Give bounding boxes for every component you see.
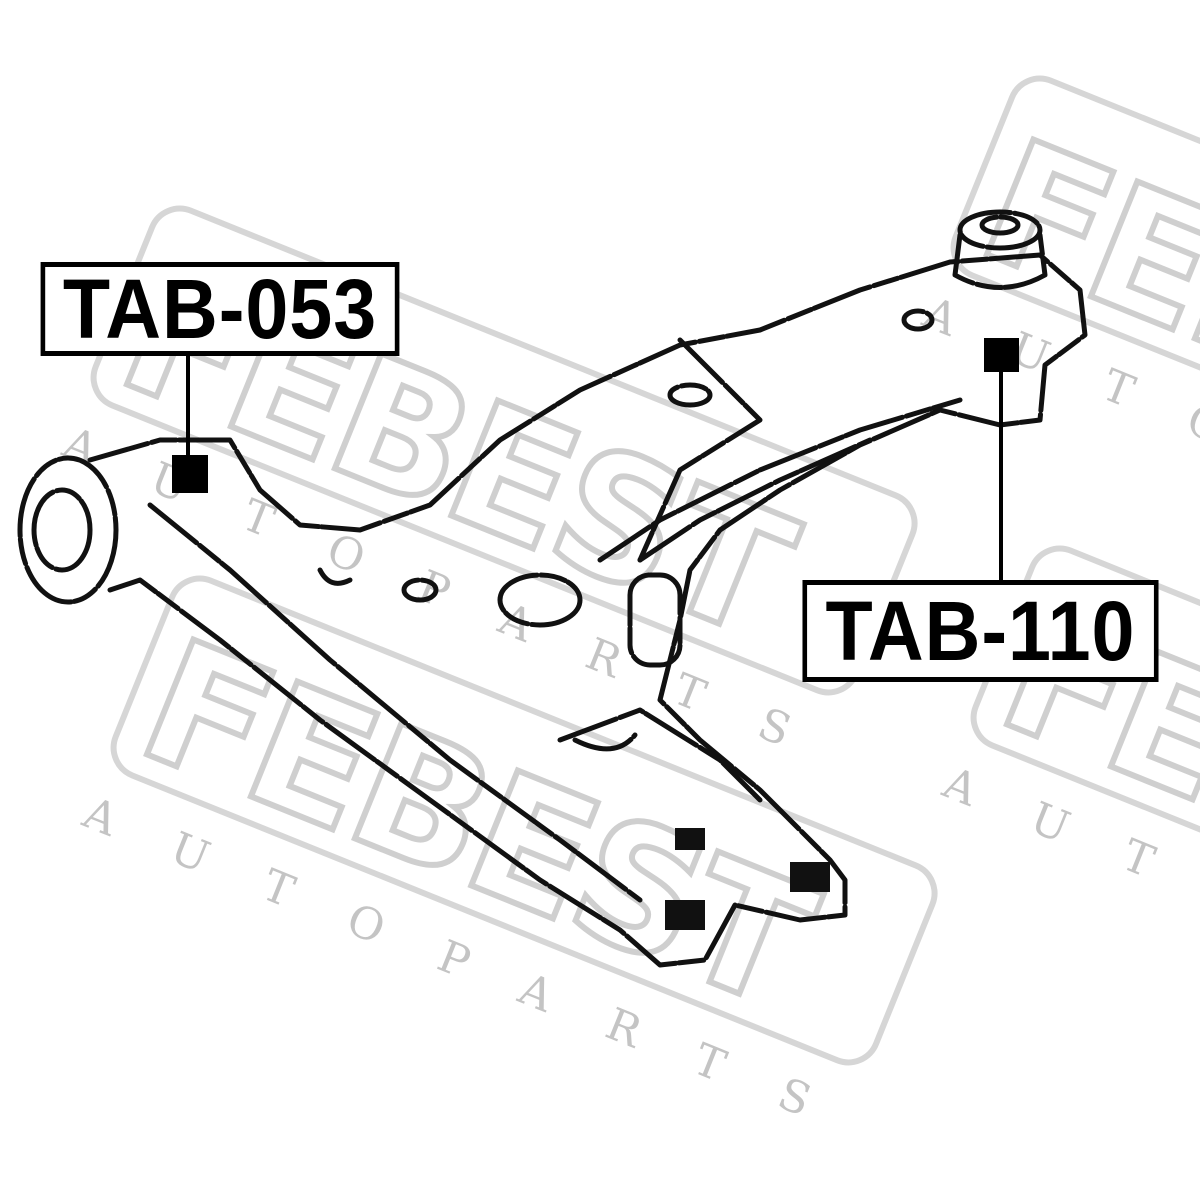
bushing-marker-tab-053 (172, 455, 208, 493)
control-arm-drawing (17, 209, 1088, 968)
bushing-marker-tab-110 (984, 338, 1019, 372)
ball-joint (952, 209, 1048, 290)
part-label-tab-110: TAB-110 (802, 580, 1159, 682)
rear-bushing (17, 455, 119, 605)
watermark-logo: FEBEST AUTOPARTS (915, 75, 1200, 650)
leader-line-tab-110 (999, 365, 1003, 581)
arm-outline (87, 252, 1088, 968)
part-label-tab-053: TAB-053 (40, 262, 400, 356)
leader-line-tab-053 (186, 355, 190, 465)
